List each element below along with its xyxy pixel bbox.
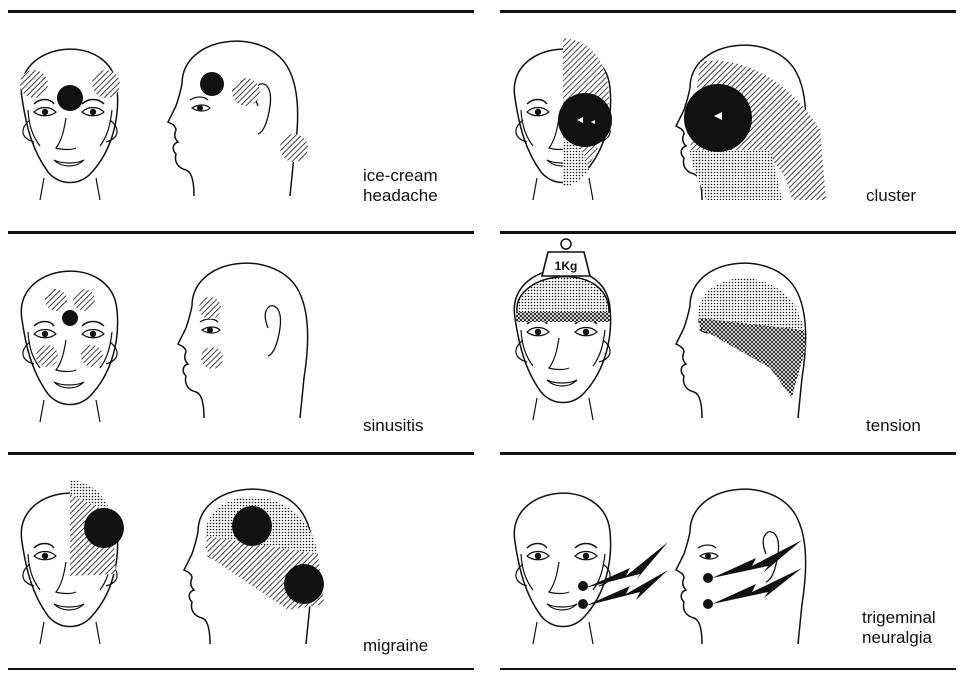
rule-left-4 — [8, 668, 474, 670]
trigger-point — [703, 599, 713, 609]
label-trigeminal-line2: neuralgia — [862, 628, 932, 647]
panel-migraine-side — [184, 489, 324, 644]
pain-band-crosshatched — [516, 312, 610, 322]
label-sinusitis: sinusitis — [363, 416, 423, 435]
panel-migraine-front — [21, 480, 124, 644]
pain-band-crosshatched — [698, 318, 806, 398]
rule-left-2 — [8, 231, 474, 234]
pain-area-hatched — [20, 70, 48, 98]
label-cluster: cluster — [866, 186, 916, 205]
rule-left-1 — [8, 10, 474, 13]
pain-area-hatched — [201, 347, 223, 369]
pain-area-hatched — [45, 289, 67, 311]
rule-right-2 — [500, 231, 956, 234]
separator-lines — [8, 10, 956, 670]
label-ice-cream-line1: ice-cream — [363, 166, 438, 185]
pain-area-hatched — [199, 297, 221, 319]
pain-point-solid — [57, 85, 83, 111]
pain-area-hatched — [73, 289, 95, 311]
weight-label: 1Kg — [555, 259, 578, 273]
rule-right-1 — [500, 10, 956, 13]
pain-area-hatched — [232, 78, 260, 106]
pain-point-solid — [62, 310, 78, 326]
lightning-bolt-icon — [712, 540, 802, 604]
weight-icon: 1Kg — [542, 239, 590, 276]
pain-area-hatched — [92, 70, 120, 98]
trigger-point — [578, 581, 588, 591]
rule-right-4 — [500, 668, 956, 670]
rule-left-3 — [8, 452, 474, 455]
trigger-point — [578, 599, 588, 609]
panel-sinusitis-front — [21, 271, 117, 422]
panel-tension-front — [514, 269, 610, 420]
label-migraine: migraine — [363, 636, 428, 655]
pain-area-hatched — [81, 345, 103, 367]
pain-point-solid — [200, 72, 224, 96]
panel-trigeminal-front — [514, 493, 610, 644]
panel-cluster-front — [514, 38, 612, 200]
pain-point-solid — [284, 564, 324, 604]
label-ice-cream-line2: headache — [363, 186, 438, 205]
panel-tension-side — [676, 263, 806, 418]
pain-area-hatched — [36, 345, 58, 367]
panel-ice-cream-side — [168, 41, 308, 196]
trigger-point — [703, 573, 713, 583]
pain-area-dotted — [690, 150, 782, 200]
label-trigeminal-line1: trigeminal — [862, 608, 936, 627]
panel-cluster-side — [676, 45, 826, 200]
label-tension: tension — [866, 416, 921, 435]
panel-ice-cream — [20, 49, 120, 200]
pain-point-solid — [84, 508, 124, 548]
pain-point-solid — [558, 93, 612, 147]
pain-point-solid — [232, 506, 272, 546]
rule-right-3 — [500, 452, 956, 455]
panel-sinusitis-side — [178, 263, 308, 418]
pain-area-hatched — [280, 134, 308, 162]
